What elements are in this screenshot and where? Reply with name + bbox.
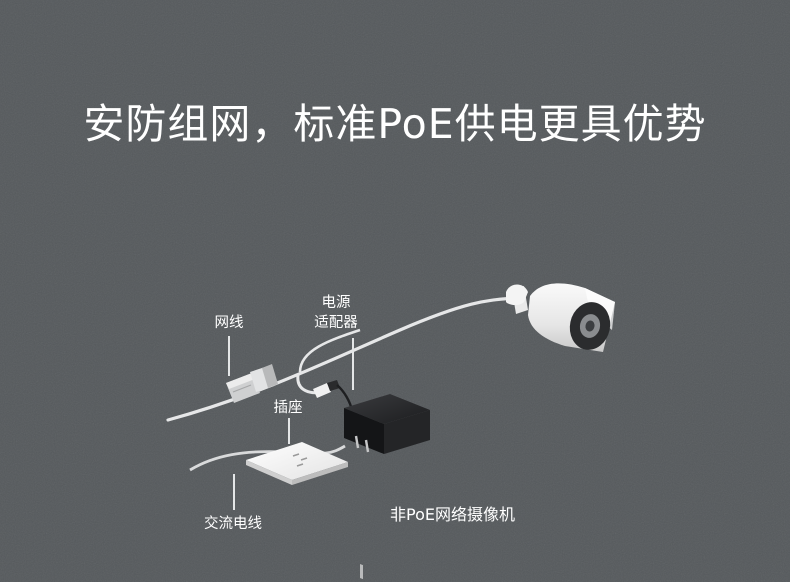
rj45-connector	[226, 364, 278, 403]
label-network-cable: 网线	[214, 315, 244, 331]
label-adapter-line1: 电源	[321, 295, 351, 311]
label-ac-cable: 交流电线	[204, 516, 262, 532]
label-socket: 插座	[273, 400, 303, 416]
adapter-leader	[352, 338, 354, 390]
power-adapter	[344, 394, 430, 580]
label-adapter-line2: 适配器	[314, 315, 358, 331]
wall-socket	[246, 442, 348, 485]
socket-leader	[288, 418, 290, 444]
bullet-camera	[506, 283, 615, 352]
network-cable-leader	[228, 336, 230, 376]
dc-connector	[313, 380, 354, 411]
power-cable	[298, 328, 361, 373]
ac-cable-leader	[233, 474, 235, 510]
camera-caption: 非PoE网络摄像机	[390, 505, 515, 524]
page-title: 安防组网，标准PoE供电更具优势	[83, 100, 707, 148]
